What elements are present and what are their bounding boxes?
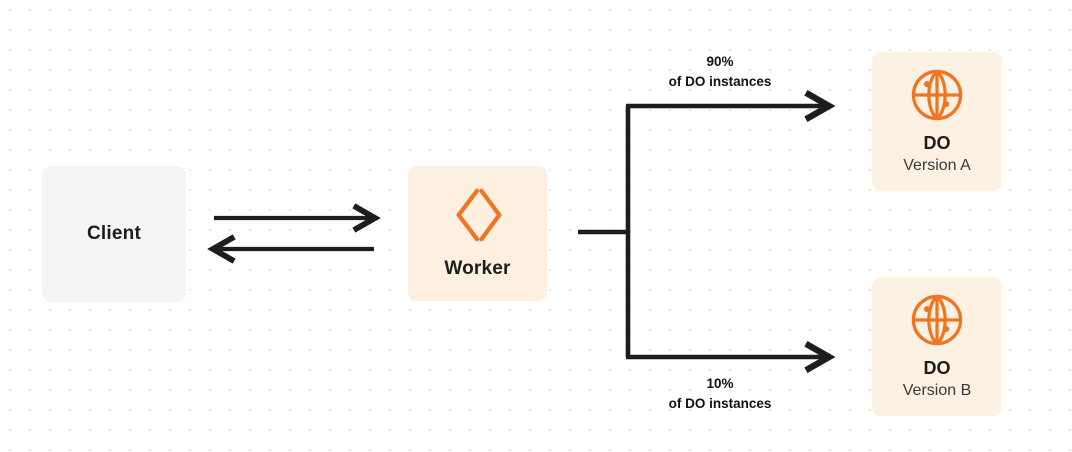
globe-icon	[908, 291, 966, 349]
globe-icon	[908, 66, 966, 124]
node-do-a-label: DO	[923, 133, 951, 153]
node-do-version-a[interactable]: DO Version A	[872, 52, 1002, 191]
edge-label-do-a: 90% of DO instances	[620, 52, 820, 91]
branch-trunk	[578, 106, 631, 357]
node-do-a-version: Version A	[903, 157, 971, 174]
edge-label-do-a-detail: of DO instances	[668, 73, 772, 89]
node-do-b-label: DO	[923, 358, 951, 378]
node-client-label: Client	[87, 223, 141, 244]
node-worker[interactable]: Worker	[408, 166, 547, 301]
edge-label-do-a-percent: 90%	[706, 54, 734, 69]
edge-label-do-b: 10% of DO instances	[620, 374, 820, 413]
node-client[interactable]: Client	[42, 166, 186, 302]
edge-label-do-b-percent: 10%	[706, 376, 734, 391]
node-worker-label: Worker	[444, 258, 511, 279]
cloudflare-workers-icon	[447, 184, 509, 246]
edge-label-do-b-detail: of DO instances	[668, 395, 772, 411]
node-do-b-version: Version B	[902, 382, 972, 399]
node-do-version-b[interactable]: DO Version B	[872, 277, 1002, 416]
